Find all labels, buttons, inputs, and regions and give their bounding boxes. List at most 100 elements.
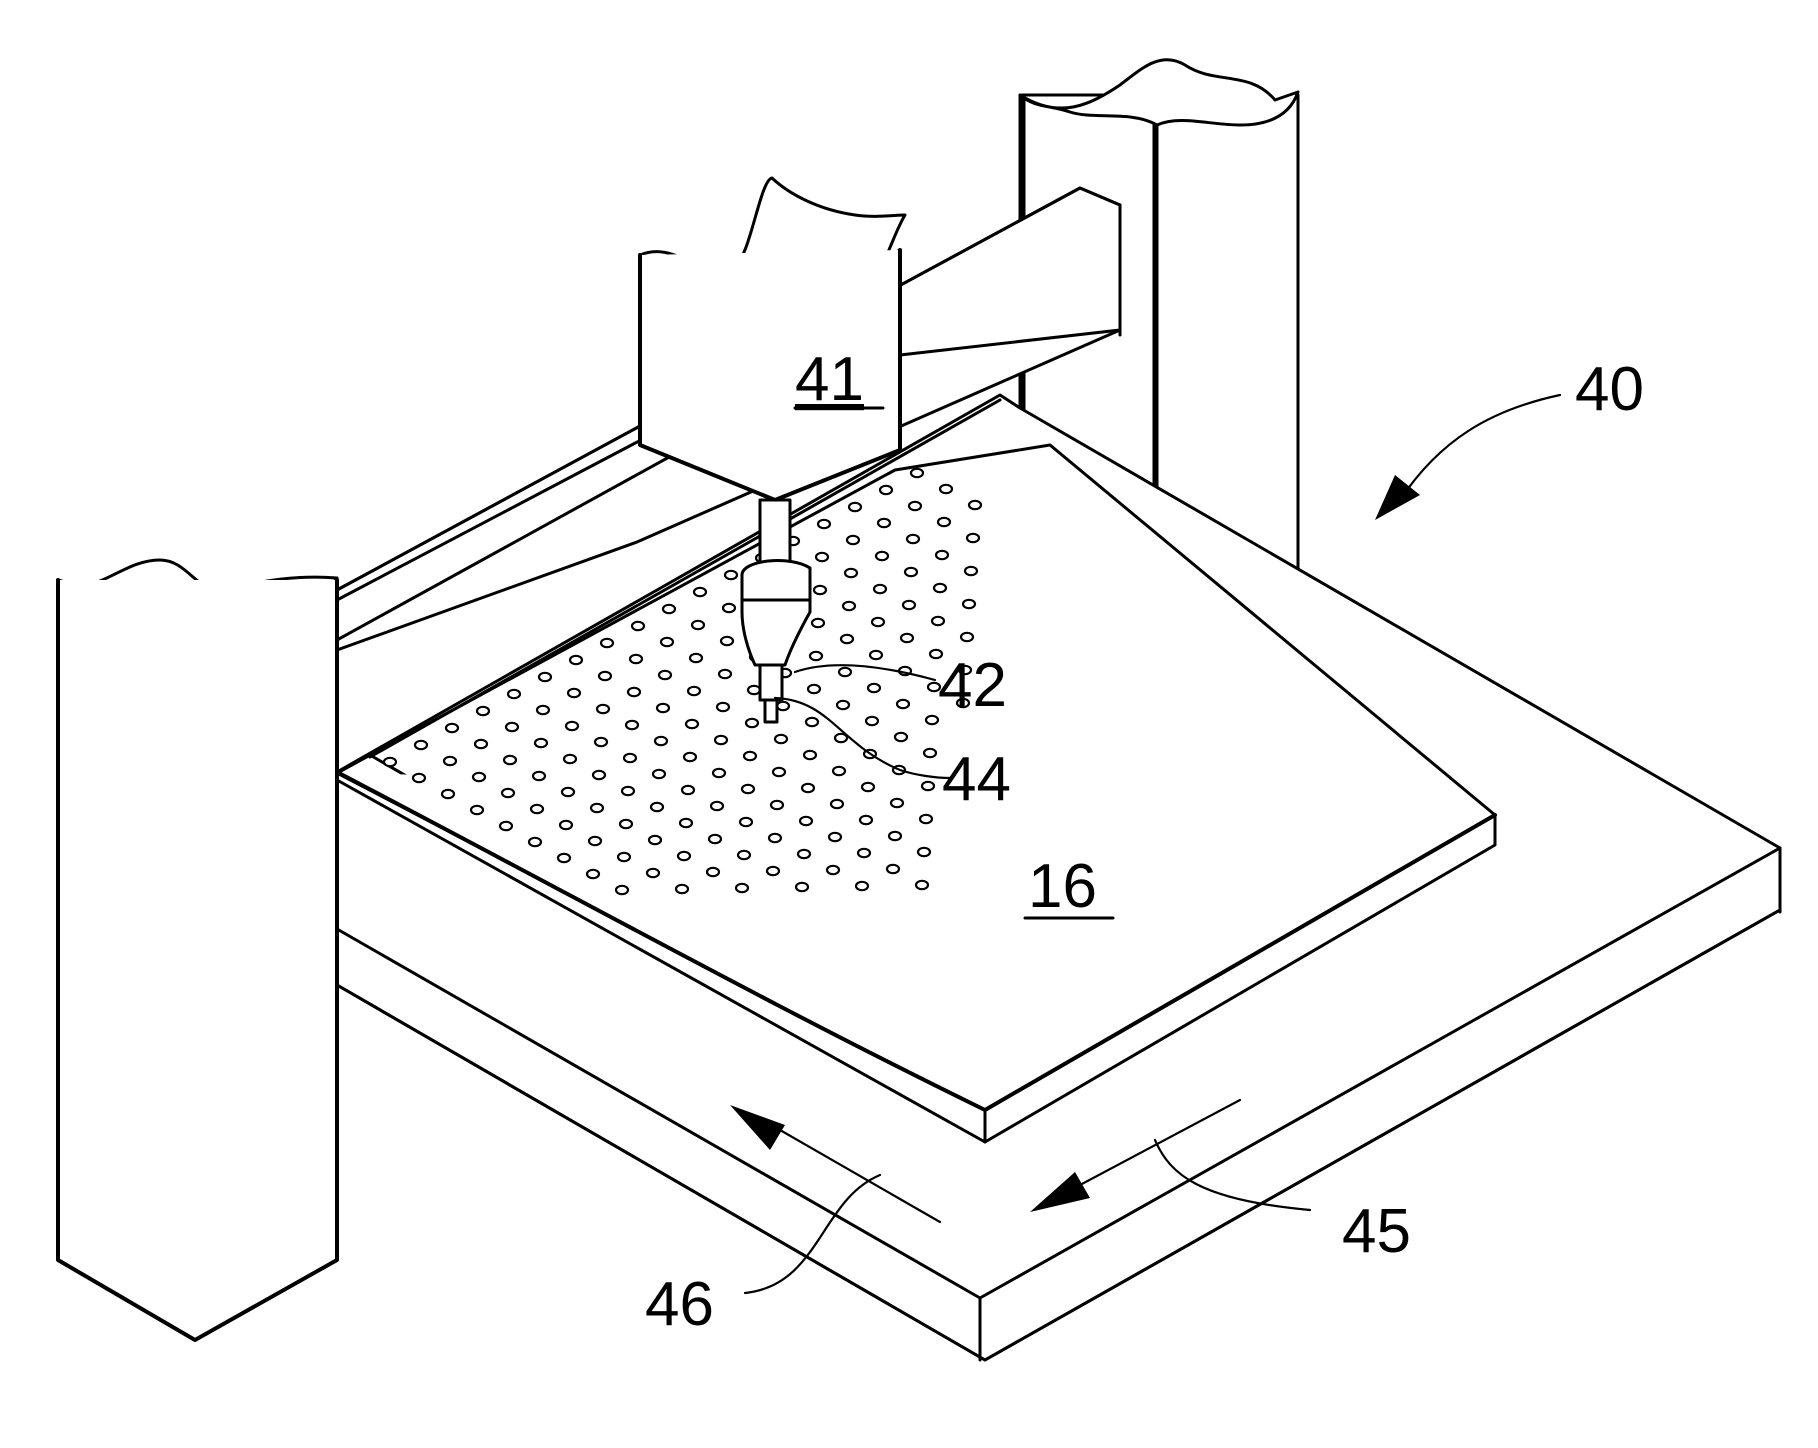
array-hole — [690, 654, 702, 662]
array-hole — [717, 703, 729, 711]
array-hole — [839, 668, 851, 676]
array-hole — [653, 770, 665, 778]
array-hole — [924, 749, 936, 757]
array-hole — [630, 655, 642, 663]
array-hole — [841, 635, 853, 643]
array-hole — [384, 758, 396, 766]
array-hole — [814, 586, 826, 594]
array-hole — [473, 773, 485, 781]
array-hole — [934, 584, 946, 592]
array-hole — [891, 799, 903, 807]
array-hole — [587, 870, 599, 878]
array-hole — [911, 469, 923, 477]
array-hole — [926, 716, 938, 724]
label-45: 45 — [1342, 1197, 1411, 1266]
array-hole — [682, 786, 694, 794]
array-hole — [868, 684, 880, 692]
array-hole — [618, 853, 630, 861]
array-hole — [713, 769, 725, 777]
array-hole — [767, 867, 779, 875]
array-hole — [597, 705, 609, 713]
array-hole — [796, 883, 808, 891]
array-hole — [804, 751, 816, 759]
array-hole — [862, 783, 874, 791]
array-hole — [901, 634, 913, 642]
array-hole — [903, 601, 915, 609]
array-hole — [843, 602, 855, 610]
array-hole — [744, 752, 756, 760]
array-hole — [845, 569, 857, 577]
array-hole — [827, 866, 839, 874]
array-hole — [684, 753, 696, 761]
array-hole — [922, 782, 934, 790]
array-hole — [535, 739, 547, 747]
array-hole — [537, 706, 549, 714]
array-hole — [680, 819, 692, 827]
array-hole — [860, 816, 872, 824]
array-hole — [940, 485, 952, 493]
array-hole — [446, 724, 458, 732]
array-hole — [620, 820, 632, 828]
array-hole — [920, 815, 932, 823]
array-hole — [622, 787, 634, 795]
array-hole — [692, 621, 704, 629]
array-hole — [816, 553, 828, 561]
array-hole — [647, 869, 659, 877]
array-hole — [874, 585, 886, 593]
array-hole — [601, 639, 613, 647]
array-hole — [738, 851, 750, 859]
array-hole — [657, 704, 669, 712]
array-hole — [413, 774, 425, 782]
array-hole — [589, 837, 601, 845]
array-hole — [506, 723, 518, 731]
array-hole — [595, 738, 607, 746]
array-hole — [477, 707, 489, 715]
array-hole — [663, 605, 675, 613]
array-hole — [746, 719, 758, 727]
array-hole — [831, 800, 843, 808]
array-hole — [818, 520, 830, 528]
array-hole — [876, 552, 888, 560]
array-hole — [837, 701, 849, 709]
label-46: 46 — [645, 1270, 714, 1339]
array-hole — [694, 588, 706, 596]
array-hole — [570, 656, 582, 664]
array-hole — [442, 790, 454, 798]
array-hole — [707, 868, 719, 876]
array-hole — [856, 882, 868, 890]
array-hole — [736, 884, 748, 892]
array-hole — [918, 848, 930, 856]
array-hole — [678, 852, 690, 860]
array-hole — [870, 651, 882, 659]
array-hole — [800, 817, 812, 825]
array-hole — [475, 740, 487, 748]
array-hole — [721, 637, 733, 645]
array-hole — [533, 772, 545, 780]
label-16: 16 — [1028, 852, 1097, 921]
array-hole — [810, 652, 822, 660]
array-hole — [564, 755, 576, 763]
array-hole — [872, 618, 884, 626]
array-hole — [502, 789, 514, 797]
array-hole — [504, 756, 516, 764]
array-hole — [916, 881, 928, 889]
array-hole — [878, 519, 890, 527]
array-hole — [907, 535, 919, 543]
array-hole — [938, 518, 950, 526]
array-hole — [626, 721, 638, 729]
array-hole — [661, 638, 673, 646]
array-hole — [748, 686, 760, 694]
array-hole — [415, 741, 427, 749]
array-hole — [847, 536, 859, 544]
array-hole — [963, 600, 975, 608]
array-hole — [725, 571, 737, 579]
array-hole — [858, 849, 870, 857]
array-hole — [833, 767, 845, 775]
array-hole — [880, 486, 892, 494]
array-hole — [659, 671, 671, 679]
array-hole — [531, 805, 543, 813]
array-hole — [655, 737, 667, 745]
array-hole — [711, 802, 723, 810]
